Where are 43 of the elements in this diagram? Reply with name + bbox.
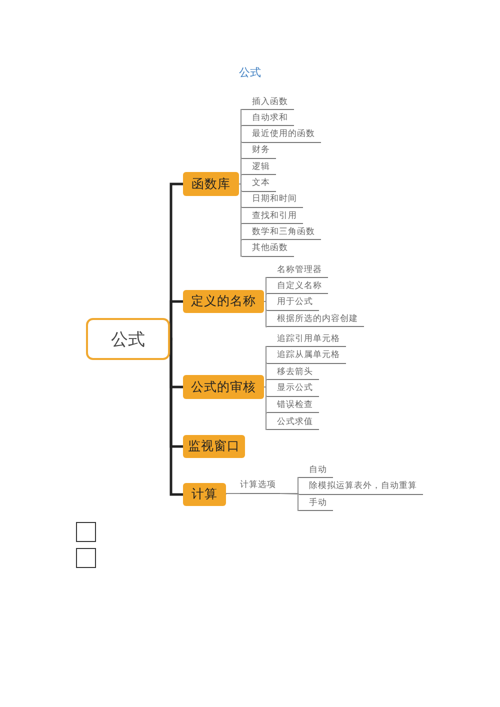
- leaf-topic: 自动: [299, 462, 333, 478]
- leaf-topic: 根据所选的内容创建: [267, 311, 364, 328]
- leaf-topic: 手动: [299, 495, 333, 511]
- leaf-topic: 除模拟运算表外，自动重算: [299, 478, 423, 494]
- leaf-topic: 追踪从属单元格: [267, 348, 346, 364]
- branch-box: 计算: [183, 483, 226, 506]
- connector-line: [264, 293, 268, 302]
- leaf-topic: 公式求值: [267, 414, 319, 430]
- branch-box: 监视窗口: [183, 435, 245, 458]
- connector-line: [169, 338, 183, 496]
- branch-box: 定义的名称: [183, 290, 264, 313]
- leaf-topic: 数学和三角函数: [242, 224, 321, 240]
- connector-line: [264, 301, 268, 328]
- checkbox: [76, 548, 96, 568]
- leaf-topic: 显示公式: [267, 380, 319, 397]
- leaf-topic: 财务: [242, 142, 276, 159]
- leaf-topic: 逻辑: [242, 159, 276, 176]
- connector-line: [238, 174, 242, 184]
- leaf-topic: 其他函数: [242, 240, 294, 257]
- leaf-topic: 最近使用的函数: [242, 126, 321, 143]
- leaf-topic: 用于公式: [267, 294, 319, 311]
- leaf-topic: 插入函数: [242, 94, 294, 110]
- leaf-topic: 日期和时间: [242, 192, 303, 208]
- leaf-topic: 文本: [242, 176, 276, 192]
- leaf-topic: 错误检查: [267, 397, 319, 414]
- leaf-topic: 追踪引用单元格: [267, 331, 346, 347]
- leaf-topic: 移去箭头: [267, 364, 319, 380]
- branch-box: 函数库: [183, 172, 239, 196]
- connector-line: [264, 379, 268, 388]
- connector-line: [264, 386, 268, 430]
- connector-line: [169, 300, 183, 340]
- checkbox: [76, 522, 96, 542]
- connector-line: [238, 184, 242, 257]
- leaf-topic: 查找和引用: [242, 208, 303, 224]
- connector-line: [280, 493, 300, 511]
- diagram-title: 公式: [238, 65, 262, 80]
- branch-box: 公式的审核: [183, 375, 264, 399]
- connector-line: [226, 493, 240, 495]
- leaf-topic: 自定义名称: [267, 278, 328, 294]
- leaf-topic: 计算选项: [240, 477, 280, 494]
- root-node-box: 公式: [86, 318, 170, 360]
- leaf-topic: 自动求和: [242, 110, 294, 126]
- leaf-topic: 名称管理器: [267, 262, 328, 278]
